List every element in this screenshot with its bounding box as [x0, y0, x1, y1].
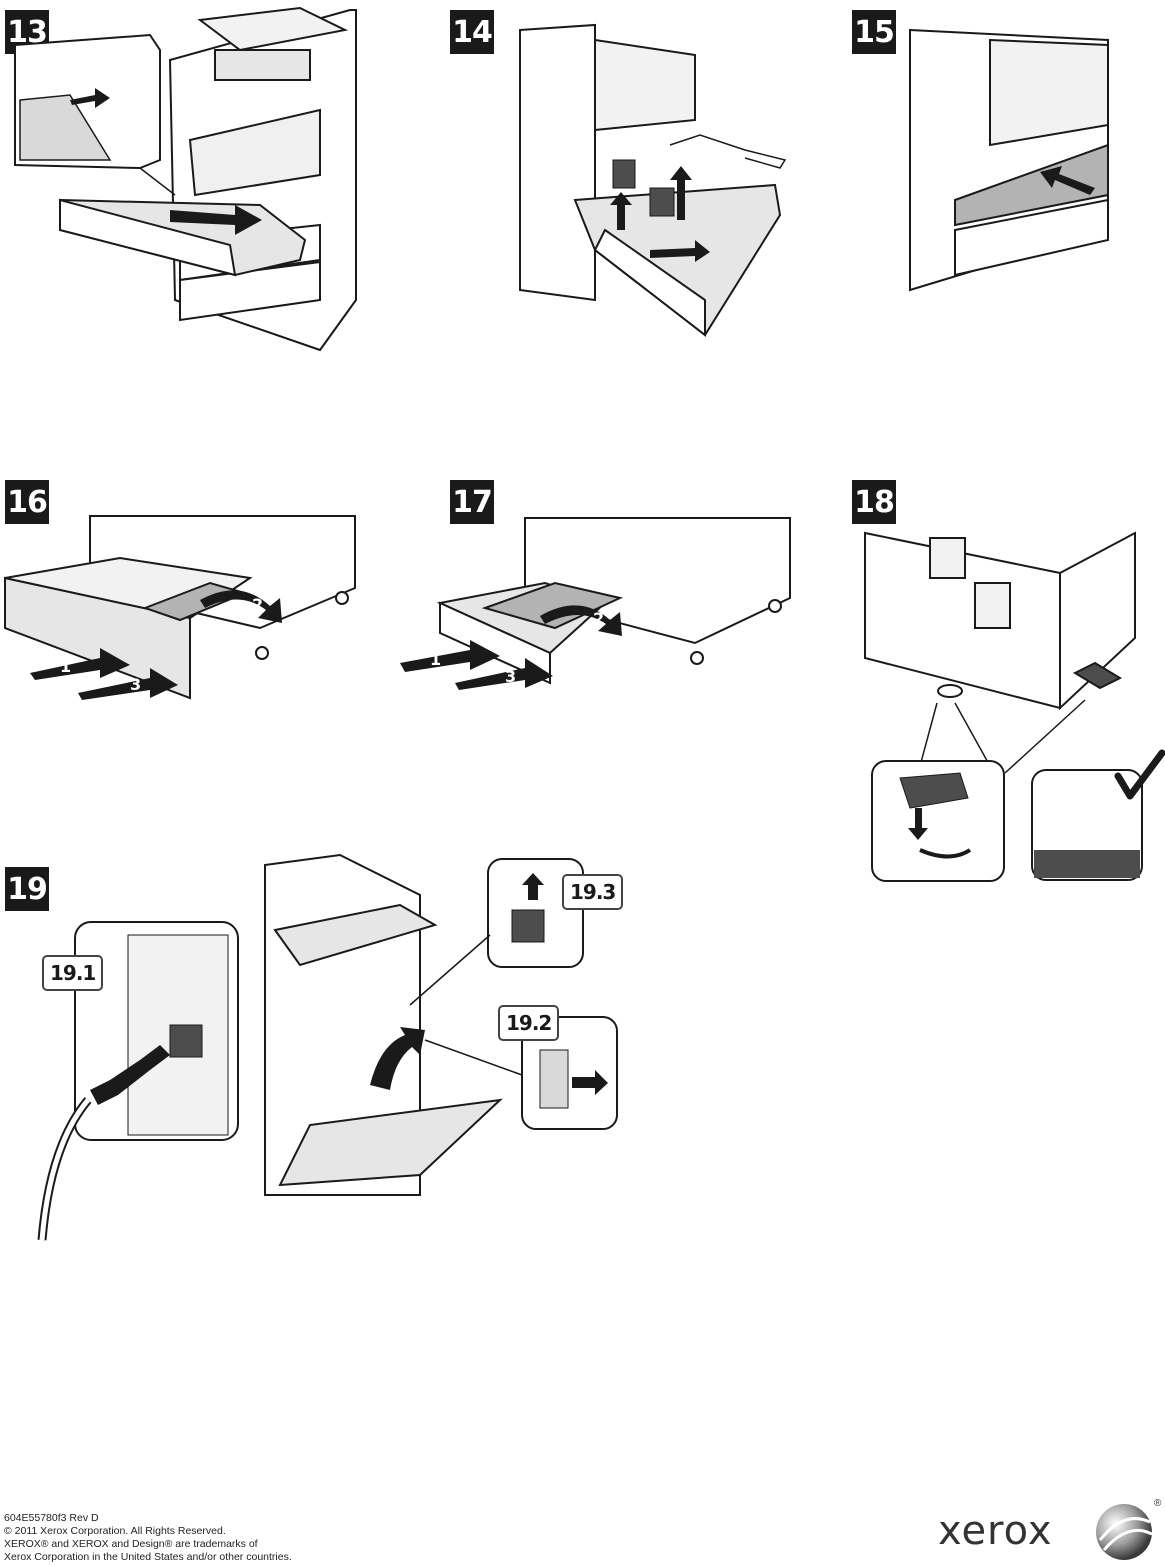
arrow-number-2: 2: [252, 595, 263, 614]
step-18-panel: 18: [850, 478, 1165, 888]
arrow-number-2: 2: [593, 609, 604, 628]
leveling-feet-illustration: [864, 531, 1165, 882]
step-17-panel: 17 1 3 2: [400, 478, 805, 738]
remove-packing-illustration: [519, 23, 787, 338]
brand-wordmark: xerox: [938, 1508, 1053, 1554]
substep-19-2-tag: 19.2: [498, 1005, 560, 1041]
step-number-badge: 19: [5, 867, 49, 911]
tray-cycle-illustration: 1 3 2: [400, 517, 791, 690]
registered-mark: ®: [1154, 1498, 1162, 1509]
substep-19-3-tag: 19.3: [562, 874, 624, 910]
tray-cycle-illustration: 1 3 2: [4, 515, 356, 700]
step-14-panel: 14: [445, 0, 805, 360]
copyright: © 2011 Xerox Corporation. All Rights Res…: [4, 1525, 226, 1537]
step-number-badge: 15: [852, 10, 896, 54]
close-tray-illustration: [909, 28, 1109, 292]
power-cord-illustration: [37, 853, 618, 1241]
trademark-line-2: Xerox Corporation in the United States a…: [4, 1551, 292, 1563]
step-16-panel: 16 1 3 2: [0, 478, 360, 738]
step-15-panel: 15: [850, 0, 1165, 360]
step-number-badge: 13: [5, 10, 49, 54]
tray-open-illustration: [14, 6, 357, 352]
arrow-number-3: 3: [130, 675, 141, 694]
doc-number: 604E55780f3 Rev D: [4, 1512, 99, 1524]
arrow-number-1: 1: [430, 650, 441, 669]
footer-legal: 604E55780f3 Rev D © 2011 Xerox Corporati…: [4, 1512, 292, 1564]
arrow-number-3: 3: [505, 667, 516, 686]
step-number-badge: 17: [450, 480, 494, 524]
trademark-line-1: XEROX® and XEROX and Design® are tradema…: [4, 1538, 258, 1550]
step-number-badge: 14: [450, 10, 494, 54]
step-13-panel: 13: [0, 0, 360, 360]
arrow-number-1: 1: [60, 657, 71, 676]
step-number-badge: 16: [5, 480, 49, 524]
xerox-logo: xerox ®: [938, 1498, 1163, 1564]
step-number-badge: 18: [852, 480, 896, 524]
step-19-panel: 19 19.1 19.2 19.3: [0, 853, 640, 1245]
sphere-icon: [1096, 1504, 1153, 1560]
substep-19-1-tag: 19.1: [42, 955, 104, 991]
